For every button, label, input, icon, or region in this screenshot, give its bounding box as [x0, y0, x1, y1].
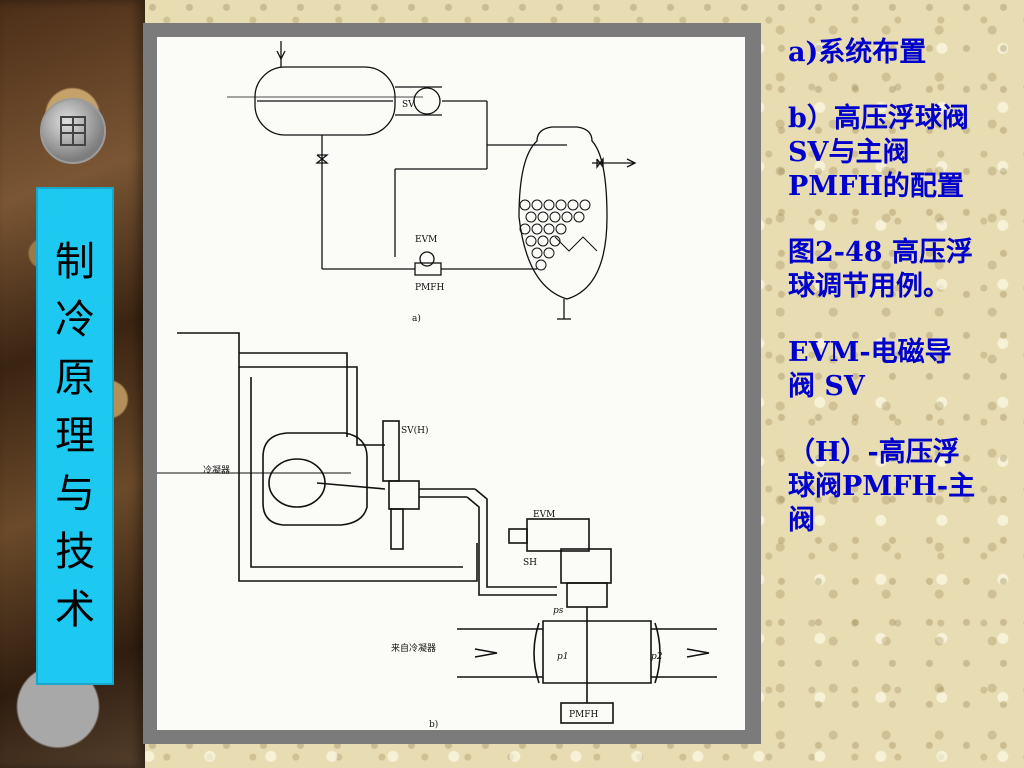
label-sv-h: SV(H) — [401, 425, 429, 436]
label-inlet: 来自冷凝器 — [391, 642, 436, 654]
title-char: 与 — [55, 471, 95, 517]
label-p1: p1 — [557, 652, 569, 662]
title-char: 冷 — [55, 297, 95, 343]
label-sh: SH — [523, 558, 537, 568]
title-char: 技 — [55, 529, 95, 575]
label-sub-a: a) — [412, 313, 421, 324]
caption-valve-config: b）高压浮球阀SV与主阀PMFH的配置 — [788, 103, 969, 202]
title-char: 制 — [55, 239, 95, 285]
caption-evm: EVM-电磁导阀 SV — [788, 337, 952, 402]
title-char: 原 — [55, 355, 95, 401]
label-pmfh-b: PMFH — [569, 710, 599, 720]
emblem-icon — [40, 98, 106, 164]
caption-column: a)系统布置 b）高压浮球阀SV与主阀PMFH的配置 图2-48 高压浮球调节用… — [788, 36, 978, 538]
course-title-box: 制 冷 原 理 与 技 术 — [36, 187, 114, 685]
figure-diagram: SV EVM PMFH a) 冷凝器 SV(H) EVM SH 来自冷凝器 ps… — [157, 37, 745, 730]
refrigeration-diagram: SV EVM PMFH a) 冷凝器 SV(H) EVM SH 来自冷凝器 ps… — [157, 41, 717, 730]
caption-sv-h: （H）-高压浮球阀PMFH-主阀 — [788, 437, 976, 536]
caption-figure-number: 图2-48 高压浮球调节用例。 — [788, 237, 973, 302]
pmfh-main-valve — [560, 548, 612, 584]
evm-valve — [419, 251, 435, 267]
pmfh-valve — [414, 262, 442, 276]
float-ball — [268, 458, 326, 508]
sv-h-valve — [382, 420, 400, 482]
condenser-shell — [177, 332, 385, 446]
sv-float — [413, 87, 441, 115]
label-evm-a: EVM — [415, 235, 437, 245]
title-char: 术 — [55, 587, 95, 633]
caption-system-layout: a)系统布置 — [788, 37, 927, 68]
label-sub-b: b) — [429, 719, 438, 730]
title-char: 理 — [55, 413, 95, 459]
label-evm-b: EVM — [533, 510, 555, 520]
label-ps: ps — [553, 606, 564, 616]
decorative-left-strip: 制 冷 原 理 与 技 术 — [0, 0, 145, 768]
label-p2: p2 — [651, 652, 663, 662]
label-sv: SV — [402, 100, 415, 110]
label-condenser: 冷凝器 — [203, 464, 230, 476]
evm-solenoid — [526, 518, 590, 552]
separator-vessel — [518, 126, 608, 300]
coil-bundle — [519, 199, 598, 271]
float-chamber — [262, 432, 368, 526]
receiver-tank — [254, 66, 396, 136]
label-pmfh-a: PMFH — [415, 283, 445, 293]
